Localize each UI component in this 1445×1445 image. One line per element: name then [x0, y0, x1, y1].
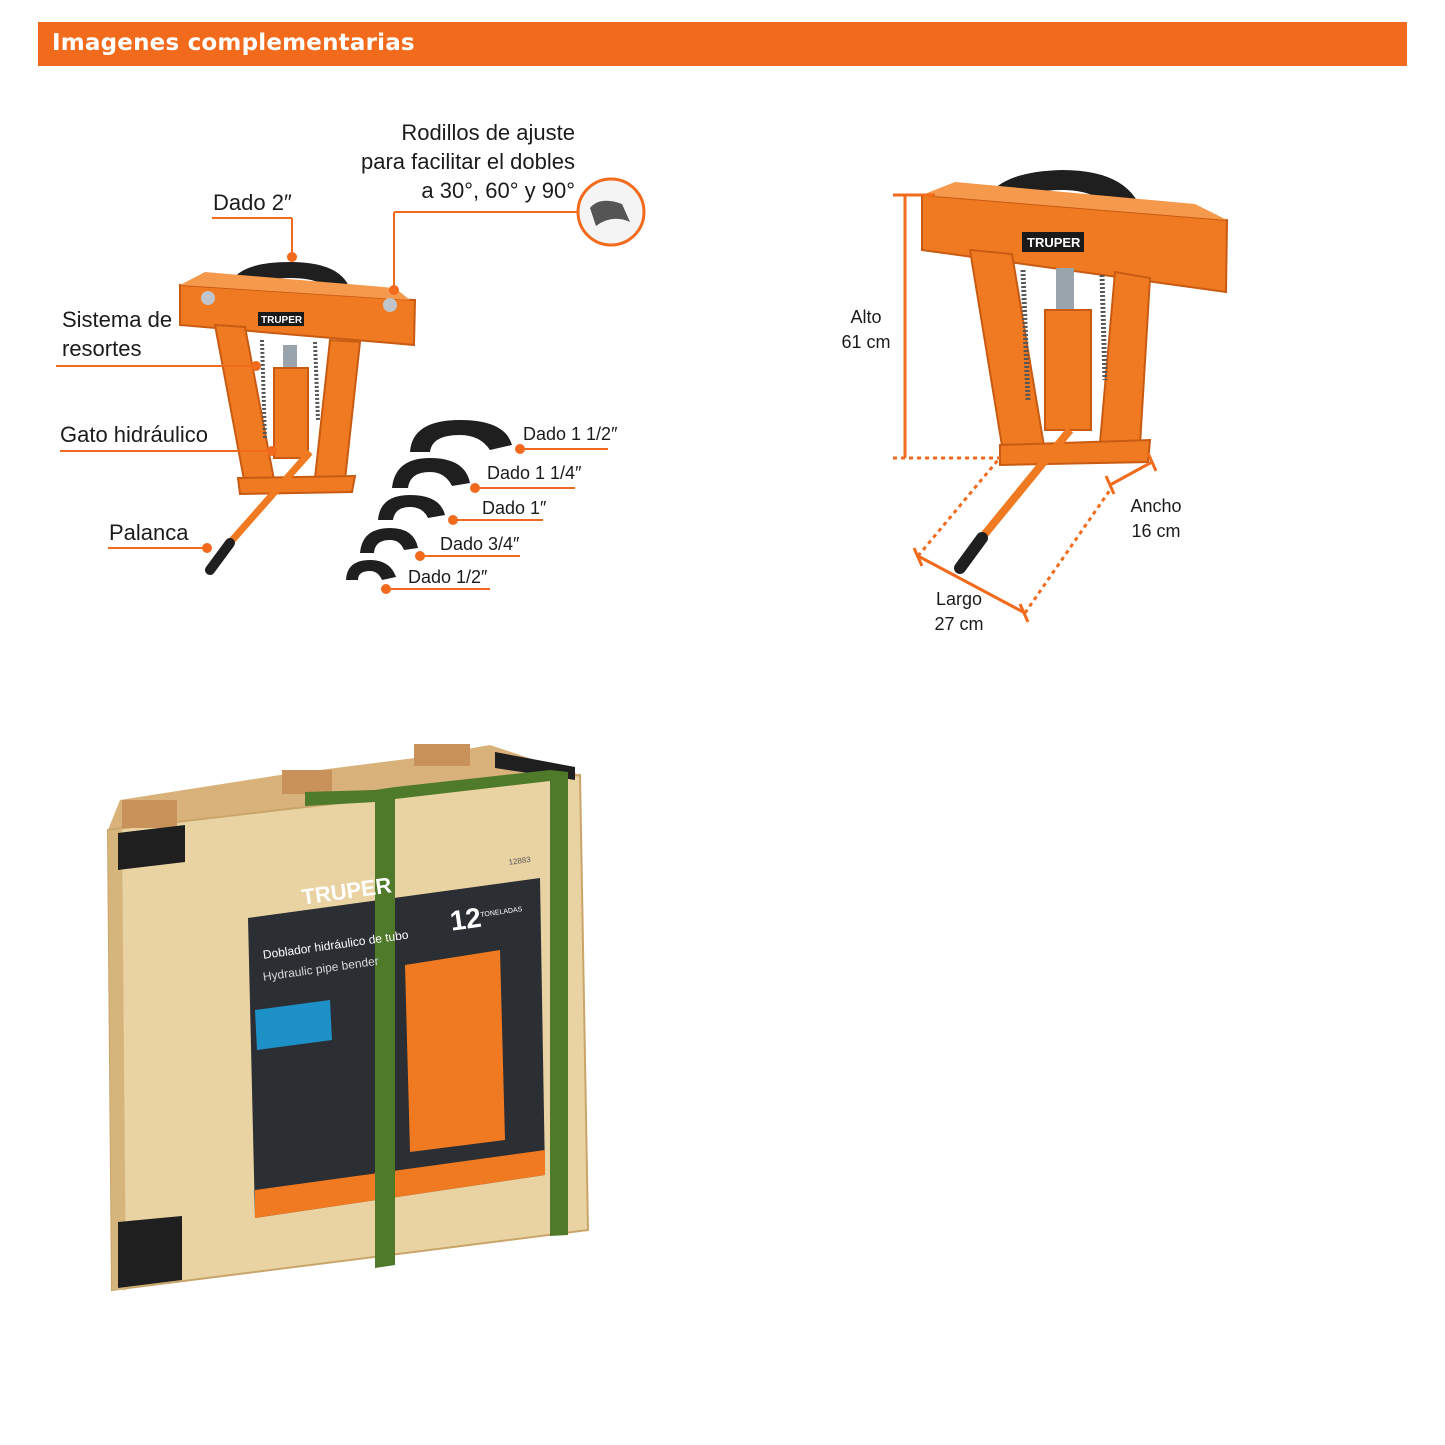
width-value: 16 cm [1131, 521, 1181, 541]
shipping-crate-photo [106, 744, 590, 1292]
length-dimension: Largo 27 cm [928, 587, 990, 637]
springs-label: Sistema de resortes [62, 305, 172, 363]
dimension-lines [893, 193, 1158, 623]
die-1-label: Dado 1″ [482, 498, 547, 518]
die-1-1-4-label: Dado 1 1/4″ [487, 463, 582, 483]
height-dimension: Alto 61 cm [838, 305, 894, 355]
height-value: 61 cm [841, 332, 891, 352]
banner-title: Imagenes complementarias [52, 30, 415, 56]
rollers-label-line-2: para facilitar el dobles [360, 149, 575, 174]
dies-set [346, 420, 512, 580]
die-2-label: Dado 2″ [213, 190, 292, 215]
svg-text:TRUPER: TRUPER [1027, 235, 1081, 250]
die-1-2-label: Dado 1/2″ [408, 567, 488, 587]
length-label: Largo [935, 589, 983, 609]
pipe-bender-illustration: TRUPER [179, 262, 417, 575]
width-dimension: Ancho 16 cm [1126, 494, 1186, 544]
rollers-label-line-1: Rodillos de ajuste [401, 120, 575, 145]
springs-label-line-2: resortes [62, 336, 142, 361]
lever-label: Palanca [109, 520, 189, 545]
roller-detail [576, 177, 646, 247]
section-banner: Imagenes complementarias [38, 22, 1407, 66]
package-capacity: 12 [448, 901, 484, 937]
rollers-label-line-3: a 30°, 60° y 90° [421, 178, 575, 203]
die-1-1-2-label: Dado 1 1/2″ [523, 424, 618, 444]
die-3-4-label: Dado 3/4″ [440, 534, 520, 554]
length-value: 27 cm [934, 614, 984, 634]
rollers-label: Rodillos de ajuste para facilitar el dob… [350, 118, 575, 205]
height-label: Alto [850, 307, 882, 327]
pipe-bender-dimensions-illustration: TRUPER [921, 170, 1229, 574]
hydraulic-jack-label: Gato hidráulico [60, 422, 208, 447]
svg-text:TRUPER: TRUPER [261, 315, 303, 326]
callout-lines [56, 211, 608, 594]
width-label: Ancho [1130, 496, 1182, 516]
springs-label-line-1: Sistema de [62, 307, 173, 332]
